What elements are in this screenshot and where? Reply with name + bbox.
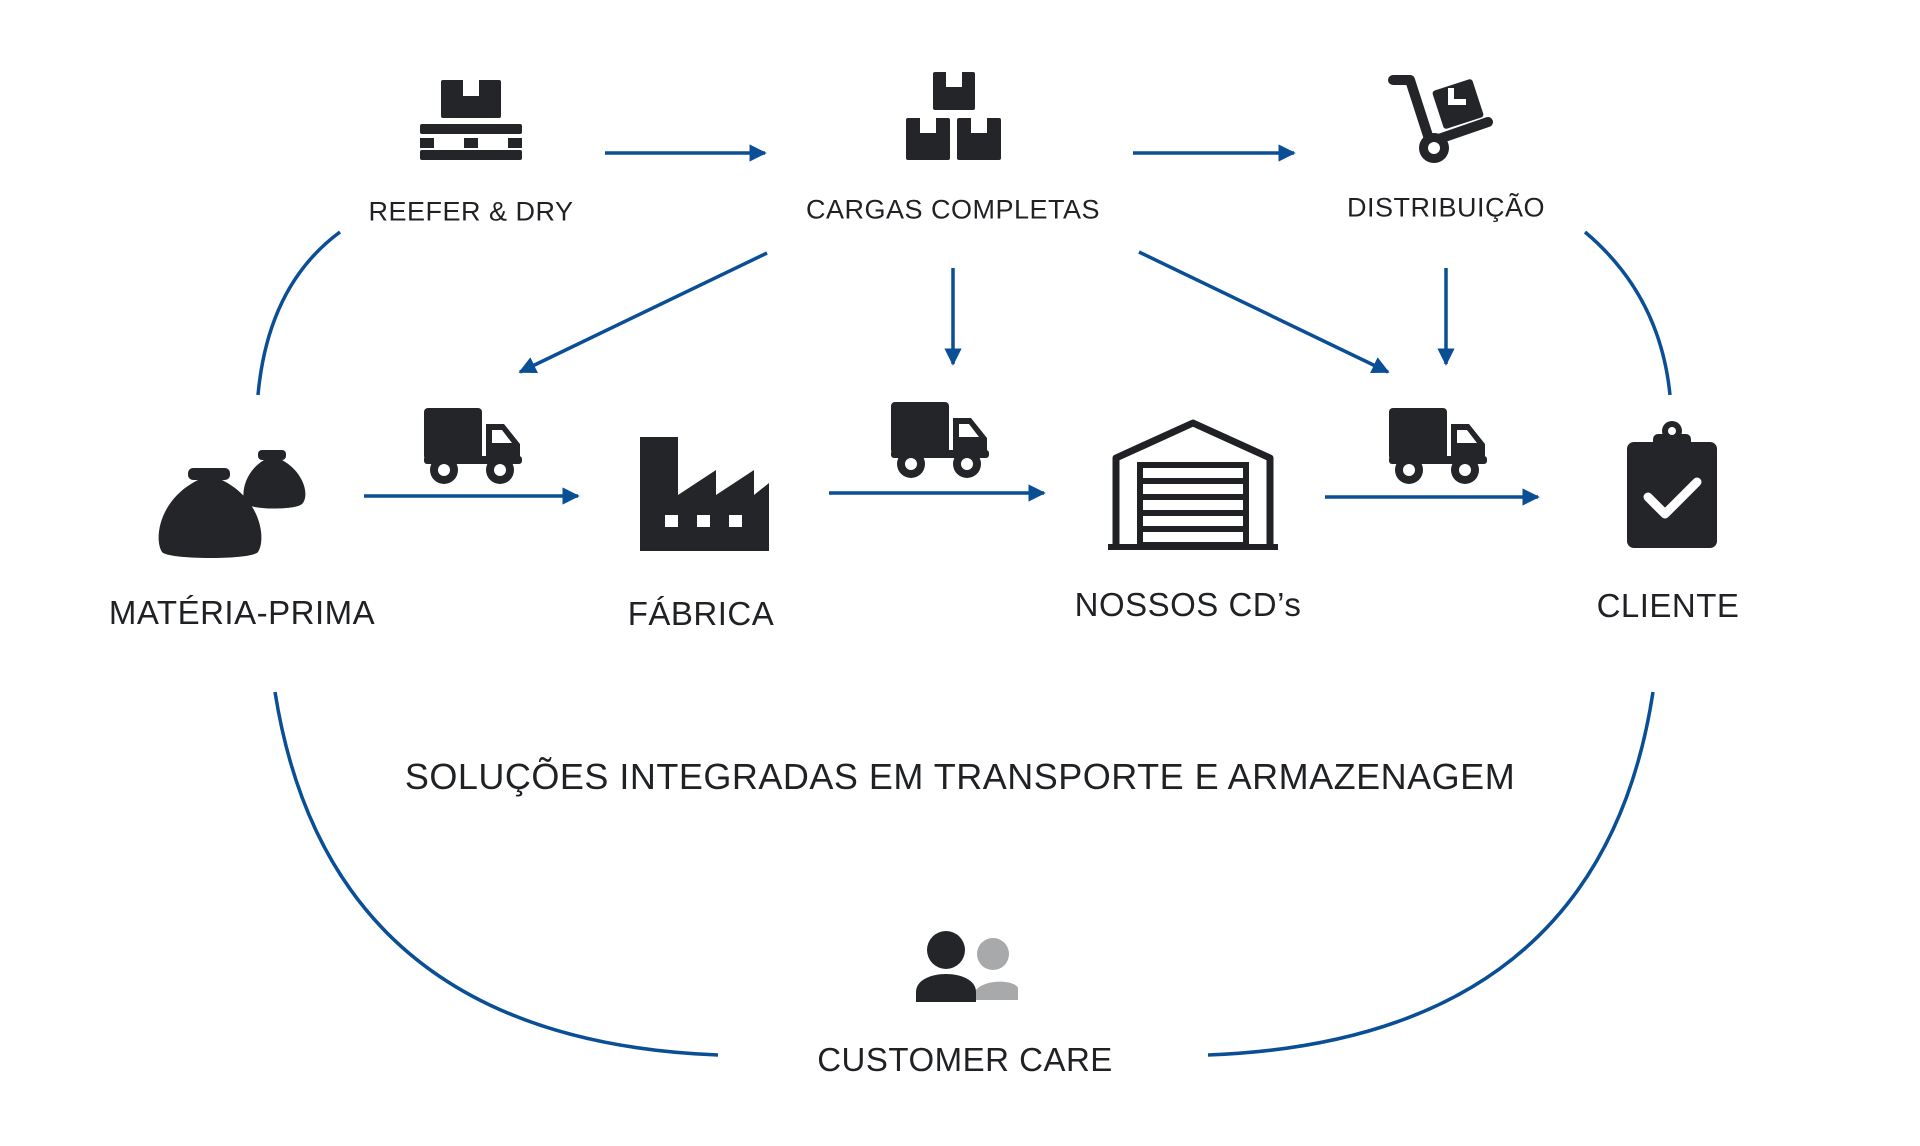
node-label-distribuicao: DISTRIBUIÇÃO [1346,192,1546,223]
connector-materia-to-reefer [256,230,342,396]
node-label-fabrica: FÁBRICA [627,595,775,632]
node-label-materia-prima: MATÉRIA-PRIMA [108,594,376,631]
connector-distribuicao-to-cliente [1583,230,1672,396]
truck-icon [891,402,989,478]
truck-icon [1389,408,1487,484]
hand-truck-icon [1388,75,1493,163]
users-icon [916,931,1018,1002]
clipboard-check-icon [1627,421,1717,548]
node-label-reefer-dry: REEFER & DRY [368,196,574,227]
node-label-customer-care: CUSTOMER CARE [817,1041,1113,1078]
connector-materia-to-customer-care [273,691,719,1057]
pallet-box-icon [420,80,522,160]
warehouse-icon [1108,419,1278,550]
truck-icon [424,408,522,484]
stacked-boxes-icon [906,72,1001,160]
connector-cliente-to-customer-care [1207,691,1655,1057]
sacks-icon [158,450,306,558]
arrow-cargas-to-fabrica-truck [518,251,768,374]
node-label-cargas-completas: CARGAS COMPLETAS [805,194,1101,225]
factory-icon [640,437,769,551]
loop-connectors [256,230,1672,1057]
arrow-cargas-to-cliente-truck [1138,250,1390,374]
center-caption: SOLUÇÕES INTEGRADAS EM TRANSPORTE E ARMA… [404,756,1516,797]
flow-arrows [364,144,1540,506]
node-label-cliente: CLIENTE [1596,587,1740,624]
node-label-nossos-cds: NOSSOS CD’s [1074,586,1302,623]
